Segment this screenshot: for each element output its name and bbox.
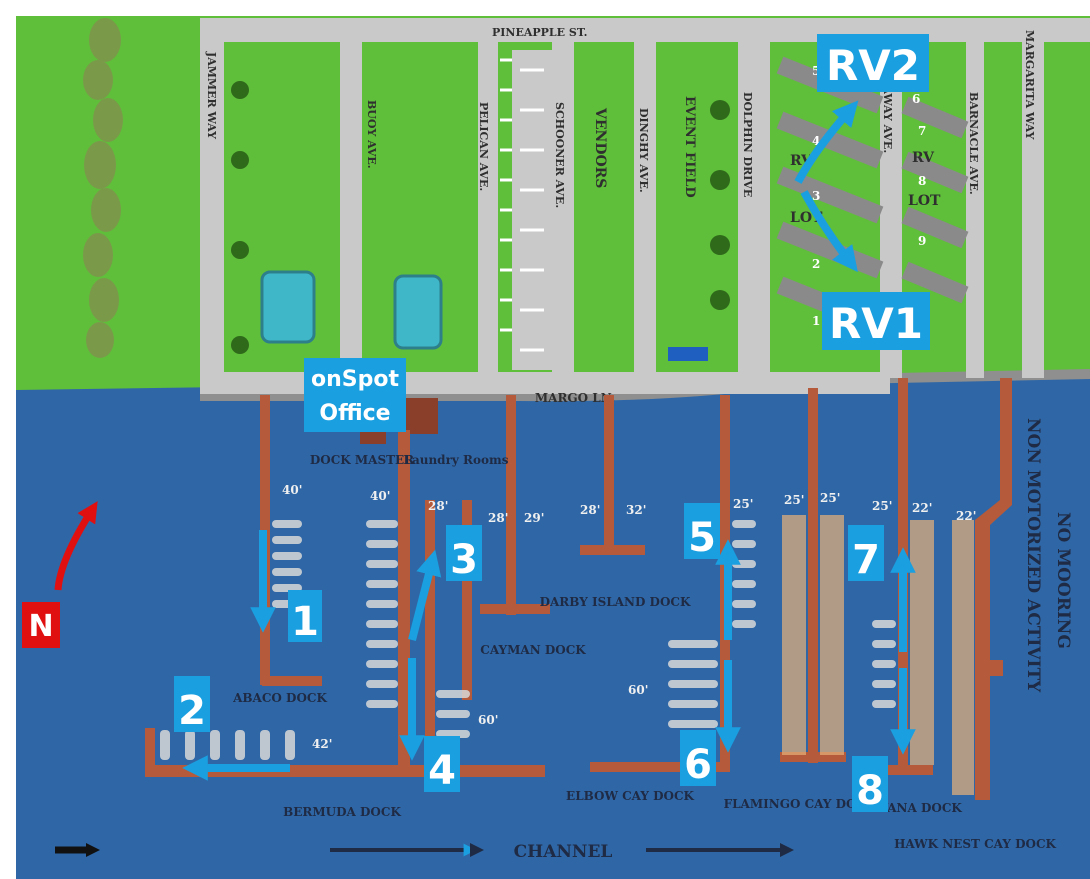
route-8-label: 8 <box>856 768 884 814</box>
street-barnacle: BARNACLE AVE. <box>967 92 980 195</box>
office-label: Office <box>319 401 390 426</box>
slip-size: 28' <box>488 511 508 525</box>
rv-spot: 3 <box>812 189 820 203</box>
slip-size: 32' <box>626 503 646 517</box>
label-flamingo: FLAMINGO CAY DOCK <box>724 797 877 811</box>
route-7-label: 7 <box>852 537 880 583</box>
route-labels: 1 2 3 4 5 6 7 8 RV2 RV1 <box>174 34 930 814</box>
field-vendors: VENDORS <box>592 107 608 188</box>
rv-spot: 9 <box>918 234 926 248</box>
no-mooring-label: NO MOORING <box>1053 512 1073 649</box>
rv-lot-label: RV <box>912 150 935 166</box>
slip-size: 22' <box>956 509 976 523</box>
slip-size: 42' <box>312 737 332 751</box>
route-5-label: 5 <box>688 515 716 561</box>
slip-size: 25' <box>872 499 892 513</box>
street-dinghy: DINGHY AVE. <box>637 108 650 193</box>
route-4-label: 4 <box>428 748 456 794</box>
slip-size: 40' <box>370 489 390 503</box>
rv-spot: 8 <box>918 174 926 188</box>
slip-size: 60' <box>478 713 498 727</box>
rv-spot: 6 <box>912 92 920 106</box>
slip-size: 25' <box>820 491 840 505</box>
slip-size: 60' <box>628 683 648 697</box>
north-label: N <box>28 609 53 644</box>
street-margo: MARGO LN. <box>535 391 615 405</box>
street-jammer: JAMMER WAY <box>205 51 218 139</box>
slip-size: 40' <box>282 483 302 497</box>
slip-size: 22' <box>912 501 932 515</box>
route-3-label: 3 <box>450 537 478 583</box>
street-margarita: MARGARITA WAY <box>1023 30 1036 140</box>
office-box <box>304 358 406 432</box>
rv-spot: 7 <box>918 124 926 138</box>
route-1-label: 1 <box>291 599 319 645</box>
label-bermuda: BERMUDA DOCK <box>283 805 401 819</box>
pool-left <box>260 270 316 344</box>
label-hawk: HAWK NEST CAY DOCK <box>894 837 1056 851</box>
slip-size: 29' <box>524 511 544 525</box>
pool-right <box>393 274 443 350</box>
channel: CHANNEL <box>55 842 794 862</box>
route-6-label: 6 <box>684 742 712 788</box>
street-schooner: SCHOONER AVE. <box>553 102 566 208</box>
north-box <box>22 602 60 648</box>
rv-lot-label: LOT <box>908 193 941 209</box>
street-pineapple: PINEAPPLE ST. <box>492 26 587 39</box>
channel-label: CHANNEL <box>514 842 613 862</box>
office-label: onSpot <box>311 367 399 392</box>
label-laundry: Laundry Rooms <box>404 453 509 467</box>
label-dock-master: DOCK MASTER <box>310 453 415 467</box>
slip-size: 28' <box>580 503 600 517</box>
shoreline-trees <box>83 18 123 358</box>
route-arrows <box>182 100 916 781</box>
north-arrow-icon <box>54 501 98 591</box>
route-rv2-label: RV2 <box>826 41 920 90</box>
slip-size: 25' <box>784 493 804 507</box>
slip-size: 28' <box>428 499 448 513</box>
label-darby: DARBY ISLAND DOCK <box>540 595 691 609</box>
slip-size: 25' <box>733 497 753 511</box>
street-buoy: BUOY AVE. <box>365 100 378 169</box>
rv-spot: 5 <box>812 64 820 78</box>
non-motorized-label: NON MOTORIZED ACTIVITY <box>1023 418 1043 693</box>
slip-numbers <box>782 515 974 795</box>
street-pelican: PELICAN AVE. <box>477 102 490 191</box>
label-cayman: CAYMAN DOCK <box>480 643 586 657</box>
boat-slips <box>160 520 896 760</box>
route-2-label: 2 <box>178 688 206 734</box>
rv-spot: 1 <box>812 314 820 328</box>
rv-spot: 2 <box>812 257 820 271</box>
label-elbow: ELBOW CAY DOCK <box>566 789 694 803</box>
label-abaco: ABACO DOCK <box>232 691 327 705</box>
event-field-marker <box>668 347 708 361</box>
palm-trees <box>231 81 730 354</box>
street-dolphin: DOLPHIN DRIVE <box>741 92 754 197</box>
parking-stripes <box>500 58 512 332</box>
field-event: EVENT FIELD <box>682 96 697 198</box>
rv-spot: 4 <box>812 134 820 148</box>
route-rv1-label: RV1 <box>829 299 923 348</box>
